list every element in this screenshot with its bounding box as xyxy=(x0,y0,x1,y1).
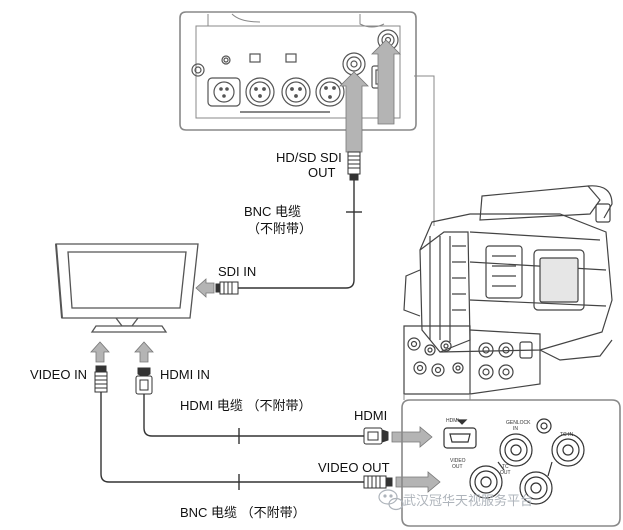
sdi-out-label-2: OUT xyxy=(308,165,336,180)
camera-rear-panel xyxy=(179,11,417,131)
bnc-cable-top-label: BNC 电缆 xyxy=(244,204,302,219)
sdi-out-label: HD/SD SDI xyxy=(276,150,342,165)
video-out-bnc-plug xyxy=(363,475,393,489)
bnc-cable-top-note: （不附带） xyxy=(247,221,313,236)
video-in-bnc-plug xyxy=(94,365,108,393)
panel-label-tc-out-2: OUT xyxy=(500,470,511,476)
sdi-bnc-plug-top xyxy=(347,151,361,181)
video-out-label: VIDEO OUT xyxy=(318,460,390,475)
monitor xyxy=(55,243,199,333)
camcorder-body xyxy=(403,185,613,361)
hdmi-in-label: HDMI IN xyxy=(160,367,210,382)
video-in-label: VIDEO IN xyxy=(30,367,88,382)
top-panel-connectors xyxy=(191,29,399,107)
camcorder-side-panel xyxy=(403,325,541,395)
connector-panel-zoom xyxy=(401,399,621,527)
hdmi-out-plug xyxy=(363,427,389,445)
panel-leader-line xyxy=(414,75,435,226)
hdmi-cable-label: HDMI 电缆 （不附带） xyxy=(180,398,312,413)
panel-label-genlock: GENLOCK xyxy=(506,420,531,426)
sdi-cable xyxy=(238,178,362,289)
video-bnc-cable xyxy=(100,392,364,490)
sdi-in-arrow xyxy=(195,278,215,298)
zoom-callout xyxy=(403,394,471,400)
watermark-logo-icon xyxy=(378,489,404,511)
top-panel-arrows xyxy=(339,39,401,153)
hdmi-in-plug xyxy=(135,367,153,395)
panel-label-video-out-2: OUT xyxy=(452,464,463,470)
sdi-bnc-plug-left xyxy=(215,281,239,295)
panel-label-tc-out-1: TC xyxy=(502,464,509,470)
sdi-in-label: SDI IN xyxy=(218,264,257,279)
panel-label-video-out-1: VIDEO xyxy=(450,458,466,464)
panel-label-genlock-in: IN xyxy=(513,426,518,432)
monitor-input-arrows xyxy=(90,341,154,363)
bnc-cable-bottom-label: BNC 电缆 （不附带） xyxy=(180,505,306,520)
panel-label-hdmi: HDMI xyxy=(446,418,459,424)
zoom-panel-labels: HDMI GENLOCK IN TC IN VIDEO OUT TC OUT xyxy=(446,418,573,476)
watermark-text: 武汉冠华天视服务平台 xyxy=(403,493,534,508)
hdmi-out-arrow xyxy=(391,426,433,448)
zoom-panel-connectors xyxy=(443,418,585,505)
hdmi-out-label: HDMI xyxy=(354,408,388,423)
hdmi-cable xyxy=(143,394,364,444)
panel-label-tc-in: TC IN xyxy=(560,432,573,438)
